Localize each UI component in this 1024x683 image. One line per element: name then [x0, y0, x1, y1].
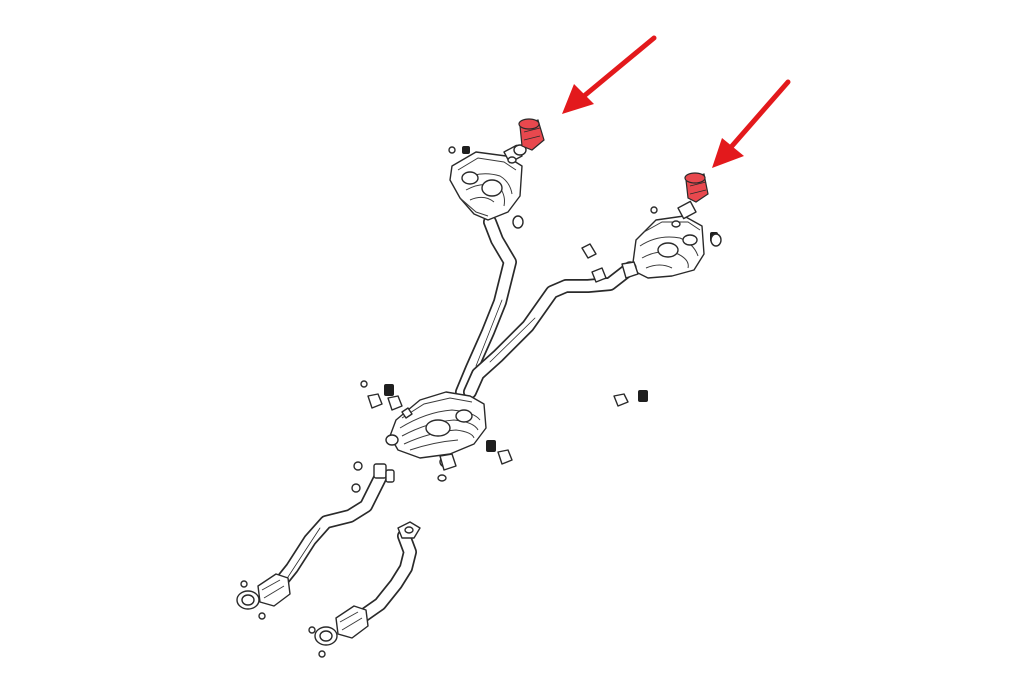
- left-rear-muffler: [449, 144, 527, 221]
- arrow-pointer-right: [712, 79, 791, 168]
- arrow-pointer-left: [562, 35, 657, 114]
- catalytic-converter-left: [236, 573, 291, 620]
- exhaust-tip-right[interactable]: [684, 172, 709, 203]
- pipe-network: [269, 215, 635, 625]
- catalytic-converter-right: [308, 605, 369, 658]
- hardware-parts: [351, 146, 722, 539]
- center-resonator: [385, 391, 487, 471]
- right-rear-muffler: [621, 200, 705, 279]
- exhaust-tip-left[interactable]: [518, 118, 545, 151]
